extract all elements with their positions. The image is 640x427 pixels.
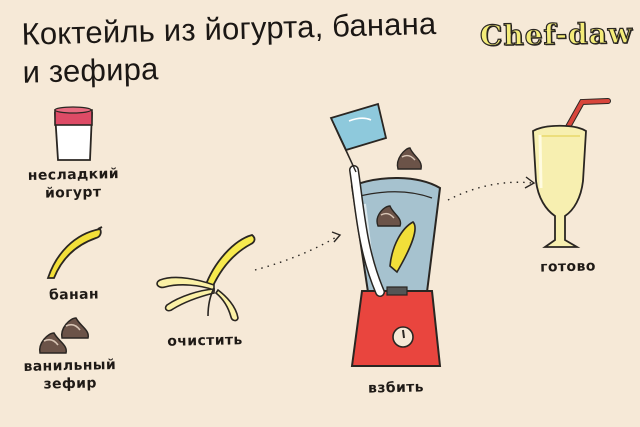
yogurt-cup-icon xyxy=(54,106,93,161)
label-yogurt: несладкий йогурт xyxy=(27,165,120,203)
peeled-banana-icon xyxy=(156,234,256,322)
arrow-to-blender-icon xyxy=(254,231,342,271)
label-blend: взбить xyxy=(367,379,425,397)
label-ready: готово xyxy=(540,258,596,276)
label-yogurt-line-1: несладкий xyxy=(27,166,120,184)
cocktail-glass-icon xyxy=(532,98,611,248)
arrow-to-glass-icon xyxy=(447,176,536,201)
falling-marshmallow-icon xyxy=(396,147,422,170)
blender-icon xyxy=(350,177,442,367)
label-marshmallow-line-2: зефир xyxy=(43,375,98,393)
marshmallow-icon xyxy=(39,317,89,354)
label-banana: банан xyxy=(48,286,100,304)
label-yogurt-line-2: йогурт xyxy=(44,184,102,202)
banana-icon xyxy=(46,226,103,279)
label-peel: очистить xyxy=(167,332,243,350)
label-marshmallow: ванильный зефир xyxy=(22,356,119,394)
label-marshmallow-line-1: ванильный xyxy=(23,357,117,375)
pouring-cup-icon xyxy=(329,102,388,297)
